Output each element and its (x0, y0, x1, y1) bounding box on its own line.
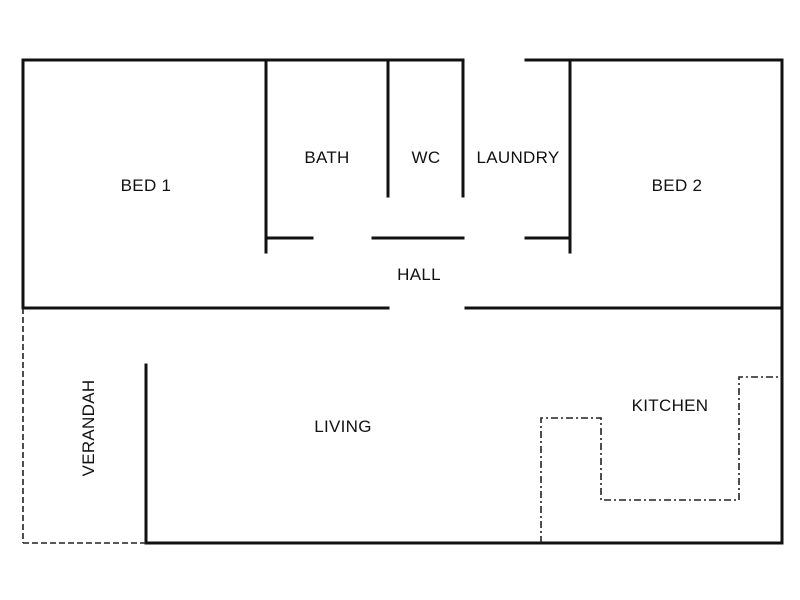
kitchen-bench-outline (540, 376, 782, 543)
room-label-verandah: VERANDAH (79, 380, 98, 477)
room-label-living: LIVING (314, 417, 372, 436)
room-label-hall: HALL (397, 265, 441, 284)
room-label-bed1: BED 1 (121, 176, 172, 195)
room-label-bath: BATH (304, 148, 349, 167)
room-label-wc: WC (412, 148, 441, 167)
room-label-laundry: LAUNDRY (476, 148, 559, 167)
room-label-bed2: BED 2 (652, 176, 703, 195)
room-label-kitchen: KITCHEN (632, 396, 709, 415)
